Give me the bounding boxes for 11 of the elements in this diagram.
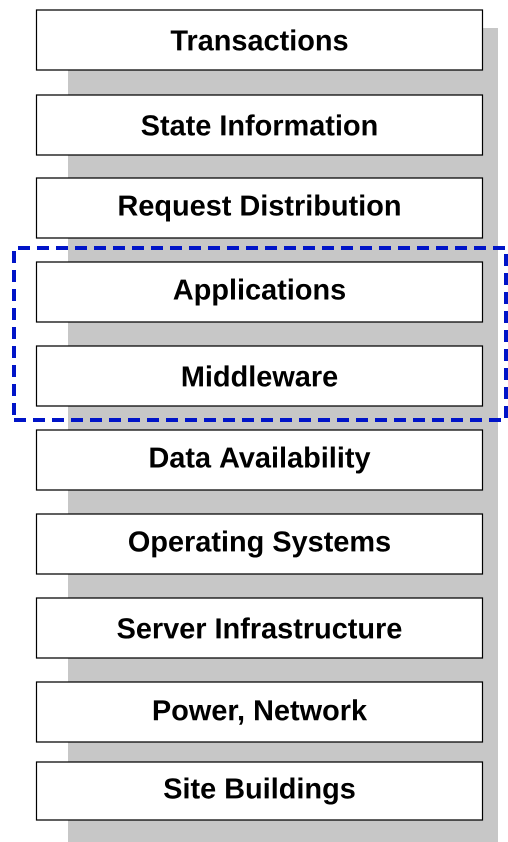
layer-box: Site Buildings — [36, 761, 484, 821]
layer-box: Transactions — [36, 9, 484, 71]
layer-box: Data Availability — [36, 429, 484, 491]
layer-box: Server Infrastructure — [36, 597, 484, 659]
layer-box: Applications — [36, 261, 484, 323]
dashed-group-frame — [12, 246, 508, 422]
layer-box: Operating Systems — [36, 513, 484, 575]
layer-box: Middleware — [36, 345, 484, 407]
layer-box: Request Distribution — [36, 177, 484, 239]
layer-box: State Information — [36, 94, 484, 156]
layer-box: Power, Network — [36, 681, 484, 743]
